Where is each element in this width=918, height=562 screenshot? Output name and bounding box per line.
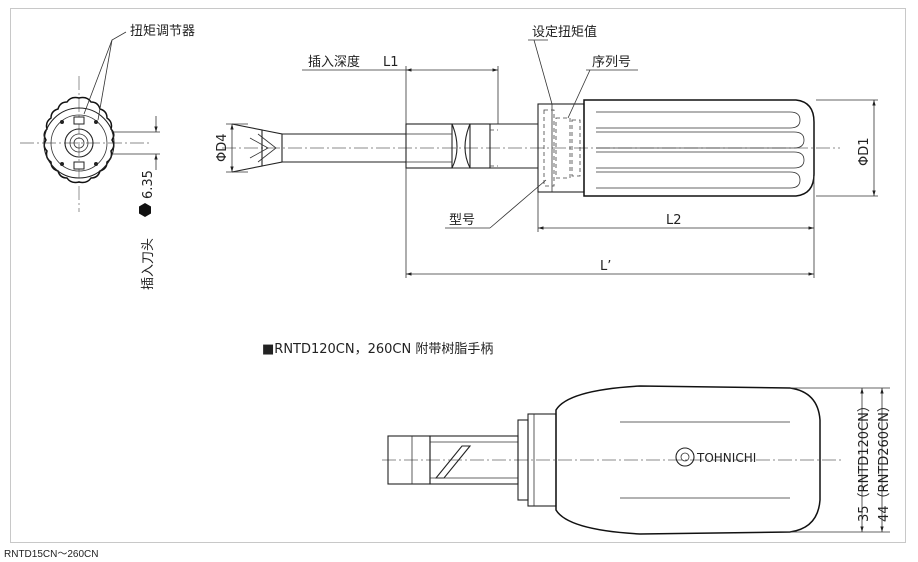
variant-title: ■RNTD120CN，260CN 附带树脂手柄	[262, 342, 493, 357]
side-view	[222, 39, 878, 278]
dim-260-label: 44（RNTD260CN）	[877, 399, 892, 522]
l2-label: L2	[666, 213, 682, 228]
serial-number-label: 序列号	[592, 55, 631, 70]
figure-caption: RNTD15CN～260CN	[4, 549, 99, 560]
model-label: 型号	[449, 213, 475, 228]
phi-d1-label: ΦD1	[857, 137, 872, 166]
hex-size-label: 6.35	[141, 170, 156, 199]
torque-adjuster-label: 扭矩调节器	[130, 24, 195, 39]
brand-logo-text: TOHNICHI	[696, 451, 756, 465]
phi-d4-label: ΦD4	[215, 133, 230, 162]
insertion-depth-label: 插入深度	[308, 54, 360, 70]
drawing-frame	[10, 8, 906, 543]
l1-label: L1	[383, 55, 399, 70]
resin-handle-view	[382, 385, 890, 535]
set-torque-value-label: 设定扭矩值	[532, 24, 597, 40]
l-prime-label: L’	[600, 259, 611, 274]
dim-120-label: 35（RNTD120CN）	[857, 399, 872, 522]
end-view	[20, 31, 160, 217]
insert-bit-label: 插入刀头	[141, 238, 156, 290]
